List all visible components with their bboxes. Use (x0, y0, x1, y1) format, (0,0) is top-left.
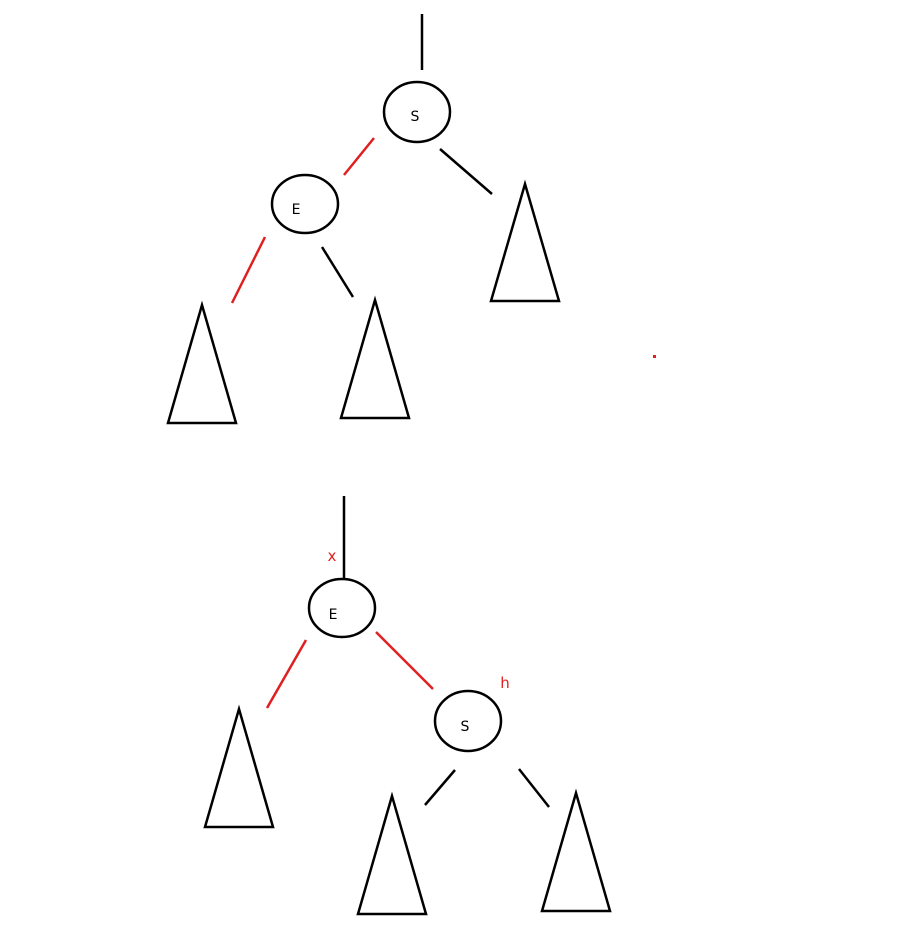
subtree-triangle-4 (203, 704, 275, 829)
node-e-before-label: E (292, 202, 301, 218)
subtree-triangle-6 (540, 788, 612, 913)
node-s-after (433, 689, 503, 753)
node-e-before (270, 173, 340, 235)
node-e-after (307, 577, 377, 639)
subtree-triangle-1 (166, 300, 238, 425)
stray-red-dot (653, 355, 656, 358)
annotation-h: h (500, 674, 510, 692)
red-link-e-left (230, 236, 267, 304)
red-link-s-e (343, 137, 375, 176)
red-link-e-s-after (375, 631, 434, 690)
node-s-before (382, 80, 452, 144)
link-s-left-subtree-after (424, 769, 456, 806)
subtree-triangle-5 (356, 791, 428, 916)
annotation-x: x (328, 547, 337, 565)
link-e-right-subtree (320, 246, 355, 298)
tree-before: S E (166, 14, 561, 425)
node-e-after-label: E (329, 607, 338, 623)
link-s-right-subtree-after (518, 768, 550, 808)
tree-after: x E h S (203, 496, 612, 916)
node-s-before-label: S (411, 109, 420, 125)
subtree-triangle-3 (489, 179, 561, 303)
red-link-e-left-after (265, 639, 308, 709)
subtree-triangle-2 (339, 295, 411, 420)
node-s-after-label: S (461, 719, 470, 735)
link-s-right-subtree (439, 148, 493, 195)
